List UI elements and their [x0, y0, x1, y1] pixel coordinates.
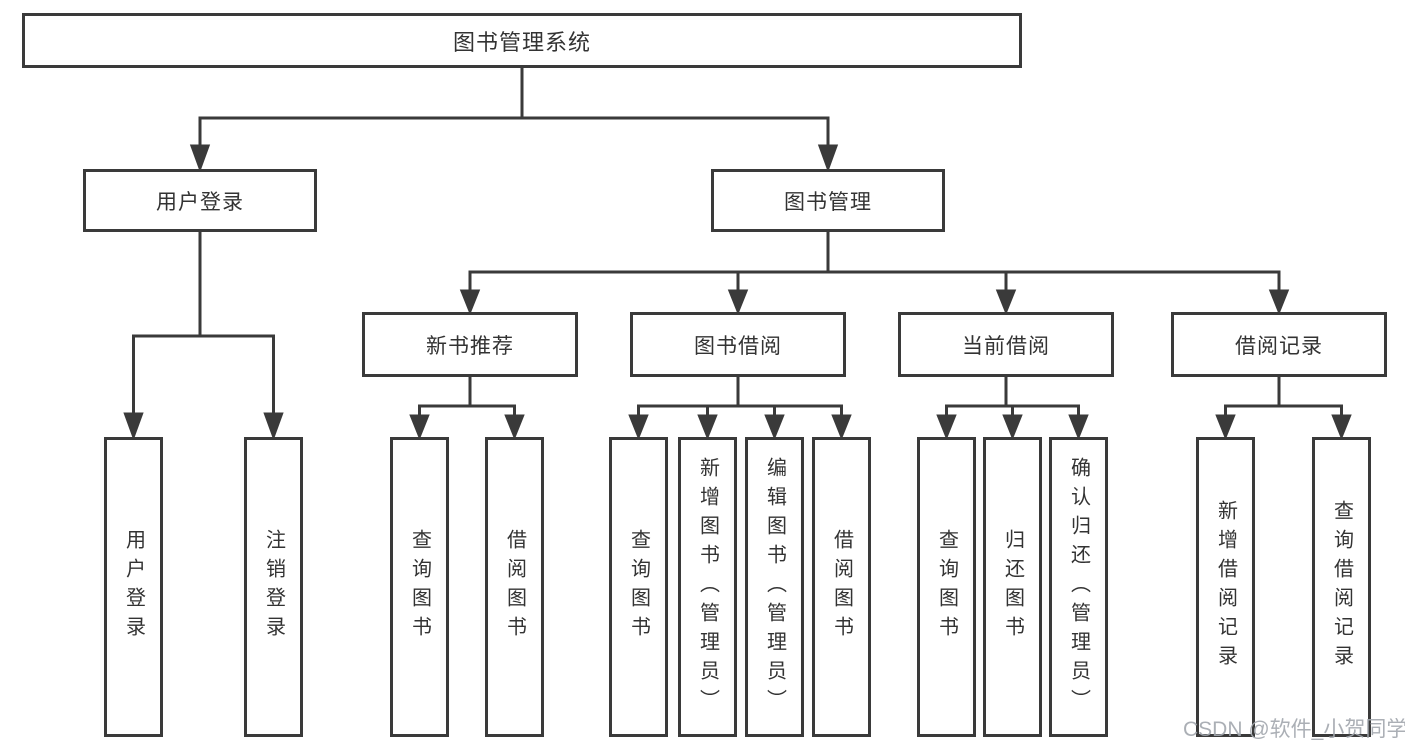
- node-borrow-add-books: 新增图书（管理员）: [678, 437, 737, 737]
- node-borrow-borrow-books-label: 借阅图书: [830, 529, 853, 645]
- node-user-login-leaf: 用户登录: [104, 437, 163, 737]
- arrow-down-icon: [123, 412, 144, 441]
- node-records-query-record-label: 查询借阅记录: [1330, 500, 1353, 674]
- node-recommend-query-books-label: 查询图书: [408, 529, 431, 645]
- arrow-down-icon: [504, 414, 525, 441]
- node-borrow-records-label: 借阅记录: [1235, 334, 1323, 358]
- node-new-book-recommend: 新书推荐: [362, 312, 578, 377]
- arrow-down-icon: [831, 414, 852, 441]
- arrow-down-icon: [189, 144, 211, 173]
- node-borrow-add-books-label: 新增图书（管理员）: [696, 456, 719, 718]
- node-user-login-label: 用户登录: [156, 190, 244, 214]
- node-current-confirm-return-label: 确认归还（管理员）: [1067, 456, 1090, 718]
- arrow-down-icon: [727, 289, 749, 316]
- node-recommend-borrow-books: 借阅图书: [485, 437, 544, 737]
- node-records-add-record-label: 新增借阅记录: [1214, 500, 1237, 674]
- node-book-management: 图书管理: [711, 169, 945, 232]
- node-borrow-query-books: 查询图书: [609, 437, 668, 737]
- arrow-down-icon: [628, 414, 649, 441]
- node-recommend-query-books: 查询图书: [390, 437, 449, 737]
- node-recommend-borrow-books-label: 借阅图书: [503, 529, 526, 645]
- node-borrow-borrow-books: 借阅图书: [812, 437, 871, 737]
- node-book-management-label: 图书管理: [784, 190, 872, 214]
- node-current-query-books-label: 查询图书: [935, 529, 958, 645]
- node-current-confirm-return: 确认归还（管理员）: [1049, 437, 1108, 737]
- node-current-return-books-label: 归还图书: [1001, 529, 1024, 645]
- arrow-down-icon: [459, 289, 481, 316]
- node-user-login: 用户登录: [83, 169, 317, 232]
- arrow-down-icon: [263, 412, 284, 441]
- arrow-down-icon: [697, 414, 718, 441]
- arrow-down-icon: [1002, 414, 1023, 441]
- arrow-down-icon: [817, 144, 839, 173]
- arrow-down-icon: [936, 414, 957, 441]
- node-library-system-label: 图书管理系统: [452, 29, 591, 55]
- arrow-down-icon: [1215, 414, 1236, 441]
- node-current-borrow-label: 当前借阅: [962, 334, 1050, 358]
- node-user-login-leaf-label: 用户登录: [122, 529, 145, 645]
- node-library-system: 图书管理系统: [22, 13, 1022, 68]
- node-current-query-books: 查询图书: [917, 437, 976, 737]
- node-new-book-recommend-label: 新书推荐: [426, 334, 514, 358]
- node-borrow-edit-books: 编辑图书（管理员）: [745, 437, 804, 737]
- arrow-down-icon: [1068, 414, 1089, 441]
- arrow-down-icon: [995, 289, 1017, 316]
- node-logout-label: 注销登录: [262, 529, 285, 645]
- node-logout: 注销登录: [244, 437, 303, 737]
- node-borrow-records: 借阅记录: [1171, 312, 1387, 377]
- node-book-borrow: 图书借阅: [630, 312, 846, 377]
- node-current-return-books: 归还图书: [983, 437, 1042, 737]
- node-records-add-record: 新增借阅记录: [1196, 437, 1255, 737]
- node-borrow-query-books-label: 查询图书: [627, 529, 650, 645]
- node-borrow-edit-books-label: 编辑图书（管理员）: [763, 456, 786, 718]
- arrow-down-icon: [1331, 414, 1352, 441]
- node-book-borrow-label: 图书借阅: [694, 334, 782, 358]
- node-records-query-record: 查询借阅记录: [1312, 437, 1371, 737]
- arrow-down-icon: [1268, 289, 1290, 316]
- csdn-watermark: CSDN @软件_小贺同学: [1183, 718, 1405, 741]
- node-current-borrow: 当前借阅: [898, 312, 1114, 377]
- arrow-down-icon: [409, 414, 430, 441]
- arrow-down-icon: [764, 414, 785, 441]
